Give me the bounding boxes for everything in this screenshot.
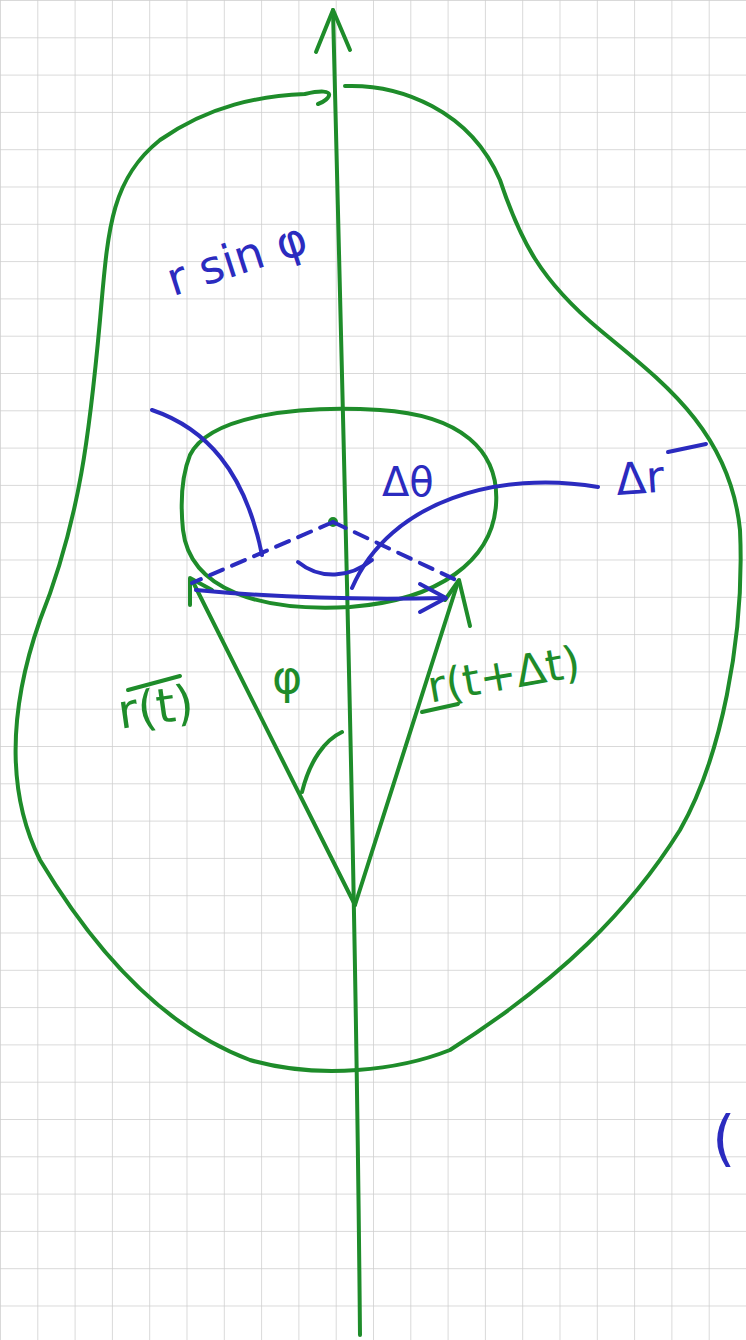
vector-label: Δr <box>614 455 665 502</box>
note-fragment: ( <box>712 1108 735 1168</box>
delta-r-vector <box>196 590 444 599</box>
angle-label: φ <box>272 654 302 700</box>
orbit-circle <box>182 409 497 608</box>
vector-label: r(t+Δt) <box>424 640 583 710</box>
angle-label: Δθ <box>382 462 434 502</box>
delta-r-arrowhead <box>420 584 446 612</box>
rotation-axis <box>333 10 360 1335</box>
radius-label: r sin φ <box>161 215 313 303</box>
leader-line <box>152 410 262 555</box>
vector-label: r(t) <box>115 678 197 736</box>
axis-arrowhead <box>316 10 350 52</box>
vector-r-t-dt <box>355 582 458 905</box>
vector-r-t-dt-arrowhead <box>445 580 470 626</box>
vector-mark <box>668 444 706 452</box>
vector-r-t <box>192 580 355 905</box>
angle-phi-arc <box>302 732 342 792</box>
body-outline <box>16 86 741 1071</box>
